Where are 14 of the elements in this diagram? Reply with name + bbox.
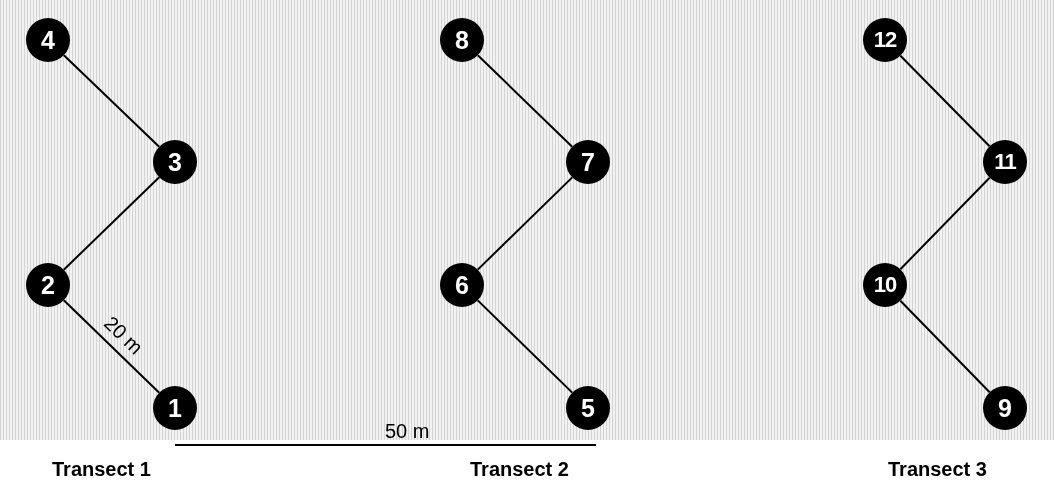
connector-line	[476, 176, 574, 271]
transect-label: Transect 1	[52, 458, 151, 481]
connector-line	[62, 299, 161, 394]
connector-line	[476, 54, 574, 148]
connector-line	[476, 299, 574, 394]
transect-label: Transect 3	[888, 458, 987, 481]
connector-line	[899, 299, 991, 394]
dimension-label: 50 m	[385, 420, 430, 443]
connector-line	[62, 54, 161, 148]
connector-line	[62, 176, 161, 271]
edge-label: 20 m	[98, 311, 147, 359]
connector-line	[899, 176, 991, 271]
transect-label: Transect 2	[470, 458, 569, 481]
connector-line	[899, 54, 991, 148]
